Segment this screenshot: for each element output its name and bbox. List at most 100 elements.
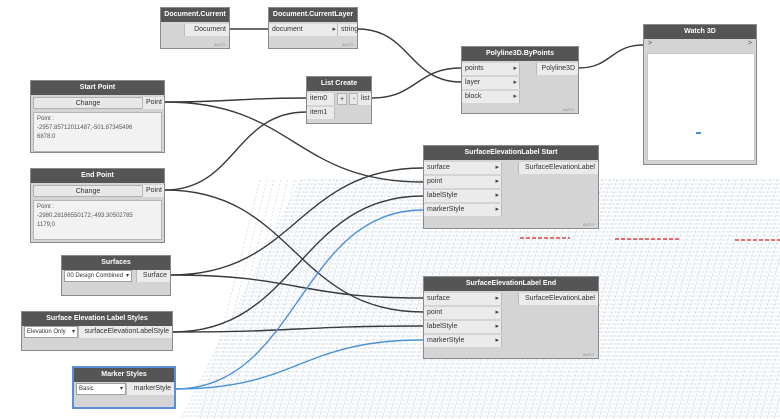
node-surface-elevation-label-end[interactable]: SurfaceElevationLabel End surface ▸ point… xyxy=(423,276,599,359)
input-port-item1[interactable]: item1 xyxy=(307,107,335,119)
port-label: labelStyle xyxy=(427,192,458,199)
input-port-labelstyle[interactable]: labelStyle ▸ xyxy=(424,190,502,202)
input-port-markerstyle[interactable]: markerStyle▸ xyxy=(424,335,502,347)
chevron-right-icon: ▸ xyxy=(495,309,499,316)
output-port-point[interactable]: Point xyxy=(142,97,164,109)
node-footer: AUTO xyxy=(562,107,574,112)
change-button[interactable]: Change xyxy=(33,97,143,109)
node-document-current[interactable]: Document.Current Document AUTO xyxy=(160,7,230,49)
output-port-polyline3d[interactable]: Polyline3D xyxy=(536,63,578,75)
node-title: SurfaceElevationLabel Start xyxy=(424,146,598,160)
output-port-marker-style[interactable]: markerStyle xyxy=(126,383,174,395)
input-port-document[interactable]: document▸ xyxy=(269,24,339,36)
port-label: document xyxy=(272,26,303,33)
output-port-string[interactable]: string xyxy=(337,24,358,36)
output-port-list[interactable]: list xyxy=(357,93,371,105)
node-polyline3d-bypoints[interactable]: Polyline3D.ByPoints points ▸ layer▸ block… xyxy=(461,46,579,114)
output-port-point[interactable]: Point xyxy=(142,185,164,197)
marker-styles-dropdown[interactable]: Basic ▾ xyxy=(76,383,126,395)
node-surface-elevation-label-start[interactable]: SurfaceElevationLabel Start surface ▸ poi… xyxy=(423,145,599,229)
output-port-surface[interactable]: Surface xyxy=(136,270,170,282)
input-port-block[interactable]: block ▸ xyxy=(462,91,520,103)
port-label: point xyxy=(427,178,443,185)
port-label: point xyxy=(427,309,443,316)
node-watch-3d[interactable]: Watch 3D > > xyxy=(643,24,757,165)
port-label: markerStyle xyxy=(427,337,465,344)
chevron-right-icon: ▸ xyxy=(513,79,517,86)
chevron-right-icon: ▸ xyxy=(495,206,499,213)
port-label: surface xyxy=(427,295,450,302)
port-label: markerStyle xyxy=(427,206,465,213)
node-title: Watch 3D xyxy=(644,25,756,39)
node-document-current-layer[interactable]: Document.CurrentLayer document▸ string A… xyxy=(268,7,358,49)
chevron-right-icon: ▸ xyxy=(495,178,499,185)
node-surface-elevation-label-styles[interactable]: Surface Elevation Label Styles Elevation… xyxy=(21,311,173,351)
input-port-labelstyle[interactable]: labelStyle ▸ xyxy=(424,321,502,333)
input-chevron-icon[interactable]: > xyxy=(648,40,653,47)
node-end-point[interactable]: End Point Change Point Point : -2980.281… xyxy=(30,168,165,243)
node-marker-styles[interactable]: Marker Styles Basic ▾ markerStyle xyxy=(72,366,176,409)
node-title: Surface Elevation Label Styles xyxy=(22,312,172,326)
port-label: block xyxy=(465,93,482,100)
port-label: item0 xyxy=(310,95,328,102)
chevron-right-icon: ▸ xyxy=(495,323,499,330)
preview-line: 6878;0 xyxy=(37,134,56,140)
node-title: Document.Current xyxy=(161,8,229,22)
chevron-down-icon: ▾ xyxy=(119,386,123,392)
port-label: points xyxy=(465,65,484,72)
add-input-button[interactable]: + xyxy=(337,93,347,105)
preview-line: -2980.28186550172;-493.30502785 xyxy=(37,213,133,219)
preview-geometry xyxy=(696,132,701,134)
node-title: Surfaces xyxy=(62,256,170,270)
change-button[interactable]: Change xyxy=(33,185,143,197)
port-label: item1 xyxy=(310,109,328,116)
node-preview: Point : -2957.85712011487;-501.87345496 … xyxy=(33,112,162,152)
node-title: Marker Styles xyxy=(74,368,174,382)
input-port-layer[interactable]: layer▸ xyxy=(462,77,520,89)
node-title: End Point xyxy=(31,169,164,183)
preview-line: -2957.85712011487;-501.87345496 xyxy=(37,125,133,131)
input-port-surface[interactable]: surface ▸ xyxy=(424,162,502,174)
input-port-point[interactable]: point ▸ xyxy=(424,307,502,319)
chevron-right-icon: ▸ xyxy=(495,164,499,171)
input-port-surface[interactable]: surface ▸ xyxy=(424,293,502,305)
output-port-document[interactable]: Document xyxy=(184,24,229,36)
input-port-markerstyle[interactable]: markerStyle ▸ xyxy=(424,204,502,216)
dropdown-value: Basic xyxy=(79,386,94,392)
node-title: Start Point xyxy=(31,81,164,95)
node-title: Polyline3D.ByPoints xyxy=(462,47,578,61)
output-chevron-icon[interactable]: > xyxy=(747,40,752,47)
port-label: labelStyle xyxy=(427,323,458,330)
output-port-label-style[interactable]: surfaceElevationLabelStyle xyxy=(78,326,172,338)
3d-preview-viewport[interactable] xyxy=(647,53,755,161)
dropdown-value: Elevation Only xyxy=(27,329,66,335)
input-port-item0[interactable]: item0 xyxy=(307,93,335,105)
chevron-right-icon: ▸ xyxy=(513,93,517,100)
node-footer: AUTO xyxy=(582,352,594,357)
preview-line: Point : xyxy=(37,116,55,122)
chevron-right-icon: ▸ xyxy=(495,192,499,199)
node-preview: Point : -2980.28186550172;-493.30502785 … xyxy=(33,200,162,240)
port-label: surface xyxy=(427,164,450,171)
chevron-right-icon: ▸ xyxy=(495,295,499,302)
node-title: List Create xyxy=(307,77,371,91)
output-port-surface-elevation-label[interactable]: SurfaceElevationLabel xyxy=(518,162,598,174)
node-title: SurfaceElevationLabel End xyxy=(424,277,598,291)
chevron-down-icon: ▾ xyxy=(125,273,129,279)
chevron-right-icon: ▸ xyxy=(513,65,517,72)
preview-line: Point : xyxy=(37,204,55,210)
node-list-create[interactable]: List Create item0 item1 + - list xyxy=(306,76,372,124)
dropdown-value: 00 Design Combined xyxy=(67,273,124,279)
input-port-point[interactable]: point ▸ xyxy=(424,176,502,188)
surfaces-dropdown[interactable]: 00 Design Combined▾ xyxy=(64,270,132,282)
chevron-down-icon: ▾ xyxy=(71,329,75,335)
node-start-point[interactable]: Start Point Change Point Point : -2957.8… xyxy=(30,80,165,153)
preview-line: 1179;0 xyxy=(37,222,55,228)
node-footer: AUTO xyxy=(341,42,353,47)
node-surfaces[interactable]: Surfaces 00 Design Combined▾ Surface xyxy=(61,255,171,296)
node-footer: AUTO xyxy=(582,222,594,227)
input-port-points[interactable]: points ▸ xyxy=(462,63,520,75)
output-port-surface-elevation-label[interactable]: SurfaceElevationLabel xyxy=(518,293,598,305)
label-styles-dropdown[interactable]: Elevation Only ▾ xyxy=(24,326,78,338)
